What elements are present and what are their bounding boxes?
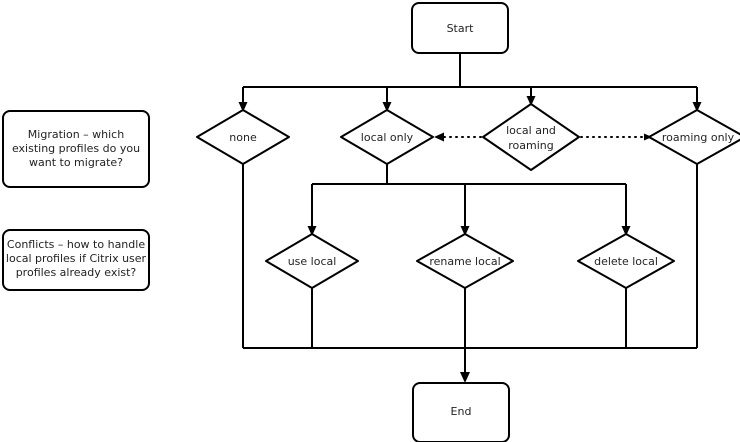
note-conflicts[interactable]: Conflicts – how to handle local profiles… xyxy=(2,229,150,291)
node-delete-local[interactable]: delete local xyxy=(577,233,675,289)
conflicts-note-box[interactable] xyxy=(2,229,150,291)
node-start[interactable]: Start xyxy=(411,2,509,54)
arrowhead-to-local-only xyxy=(434,132,444,142)
local-and-roaming-diamond[interactable] xyxy=(482,103,580,171)
node-local-only[interactable]: local only xyxy=(340,109,434,165)
roaming-only-diamond[interactable] xyxy=(648,109,740,165)
arrowhead-local-and-roaming xyxy=(526,96,536,106)
conflicts-note-line-1: Conflicts – how to handle xyxy=(7,238,145,251)
migration-note-line-1: Migration – which xyxy=(28,128,124,141)
end-label: End xyxy=(451,405,472,418)
migration-note-box[interactable] xyxy=(2,110,150,188)
node-end[interactable]: End xyxy=(412,382,510,442)
delete-local-diamond[interactable] xyxy=(577,233,675,289)
arrowhead-none xyxy=(238,102,248,112)
local-and-roaming-label-line2: roaming xyxy=(508,139,553,152)
local-only-label: local only xyxy=(361,131,414,144)
node-use-local[interactable]: use local xyxy=(265,233,359,289)
none-label: none xyxy=(229,131,257,144)
arrowhead-delete-local xyxy=(621,226,631,236)
arrowhead-local-only xyxy=(382,102,392,112)
use-local-diamond[interactable] xyxy=(265,233,359,289)
migration-note-line-2: existing profiles do you xyxy=(12,142,140,155)
conflicts-note-line-3: profiles already exist? xyxy=(16,266,137,279)
delete-local-label: delete local xyxy=(594,255,658,268)
none-diamond[interactable] xyxy=(196,109,290,165)
use-local-label: use local xyxy=(288,255,337,268)
migration-note-line-3: want to migrate? xyxy=(29,156,123,169)
roaming-only-label: roaming only xyxy=(662,131,735,144)
start-label: Start xyxy=(447,22,475,35)
node-none[interactable]: none xyxy=(196,109,290,165)
conflicts-note-line-2: local profiles if Citrix user xyxy=(6,252,147,265)
node-local-and-roaming[interactable]: local and roaming xyxy=(482,103,580,171)
rename-local-label: rename local xyxy=(429,255,500,268)
local-and-roaming-label-line1: local and xyxy=(506,124,556,137)
connector-layer xyxy=(238,53,702,383)
end-box[interactable] xyxy=(412,382,510,442)
arrowhead-rename-local xyxy=(460,226,470,236)
arrowhead-roaming-only xyxy=(692,102,702,112)
arrowhead-use-local xyxy=(307,226,317,236)
note-migration[interactable]: Migration – which existing profiles do y… xyxy=(2,110,150,188)
rename-local-diamond[interactable] xyxy=(416,233,514,289)
node-roaming-only[interactable]: roaming only xyxy=(648,109,740,165)
arrowhead-end xyxy=(460,372,470,383)
node-rename-local[interactable]: rename local xyxy=(416,233,514,289)
local-only-diamond[interactable] xyxy=(340,109,434,165)
start-box[interactable] xyxy=(411,2,509,54)
